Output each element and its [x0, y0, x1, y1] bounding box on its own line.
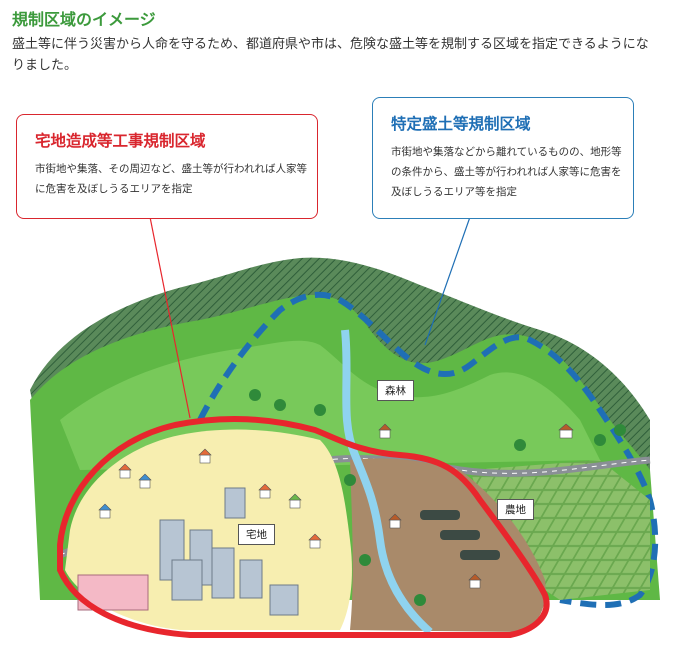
page-title: 規制区域のイメージ [12, 10, 156, 29]
residential-callout-line [149, 216, 191, 419]
residential-zone-callout: 宅地造成等工事規制区域 市街地や集落、その周辺など、盛土等が行われれば人家等に危… [16, 114, 318, 219]
specific-callout-line [424, 216, 471, 346]
greenhouses [420, 510, 500, 560]
specific-zone-boundary [197, 291, 659, 608]
specific-zone-callout: 特定盛土等規制区域 市街地や集落などから離れているものの、地形等の条件から、盛土… [372, 97, 634, 219]
residential-zone-text: 市街地や集落、その周辺など、盛土等が行われれば人家等に危害を及ぼしうるエリアを指… [35, 163, 307, 195]
forest-label: 森林 [377, 380, 414, 401]
city-buildings [159, 487, 299, 616]
houses [98, 423, 574, 589]
residential-zone-boundary [57, 415, 550, 638]
residential-zone-heading: 宅地造成等工事規制区域 [35, 132, 206, 150]
specific-zone-text: 市街地や集落などから離れているものの、地形等の条件から、盛土等が行われれば人家等… [391, 146, 622, 198]
river [341, 329, 433, 636]
specific-zone-heading: 特定盛土等規制区域 [391, 115, 531, 133]
trees [249, 389, 626, 606]
residential-label: 宅地 [238, 524, 275, 545]
farmland-label: 農地 [497, 499, 534, 520]
page-description: 盛土等に伴う災害から人命を守るため、都道府県や市は、危険な盛土等を規制する区域を… [12, 37, 649, 73]
